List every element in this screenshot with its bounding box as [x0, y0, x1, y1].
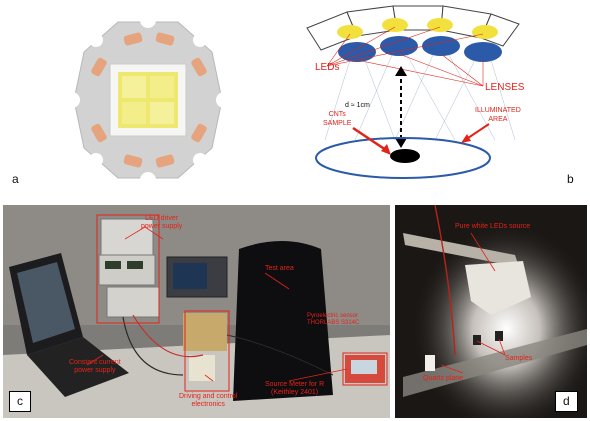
driving-line1: Driving and control	[179, 393, 238, 400]
illuminated-area-label: ILLUMINATED AREA	[475, 106, 521, 124]
lab-photo-graphic	[3, 205, 390, 418]
source-meter-line1: Source Meter for R	[265, 381, 325, 388]
panel-a-label: a	[12, 172, 19, 186]
leds-label: LEDs	[315, 62, 340, 73]
source-meter-label: Source Meter for R (Keithley 2401)	[265, 381, 324, 397]
panel-c-label: c	[9, 391, 31, 412]
driving-line2: electronics	[191, 401, 225, 408]
pure-white-leds-label: Pure white LEDs source	[455, 223, 531, 230]
panel-a-led-star-board: a	[0, 0, 295, 195]
cnts-label-line1: CNTs	[328, 111, 346, 118]
quartz-plane-label: Quartz plane	[423, 375, 464, 382]
lenses-label: LENSES	[485, 82, 525, 93]
led-driver-line2: power supply	[141, 223, 183, 230]
constant-current-label: Constant current power supply	[69, 359, 121, 375]
panel-d-illuminated-samples-photo: Pure white LEDs source Samples Quartz pl…	[395, 205, 587, 418]
led-driver-label: LED driver power supply	[141, 215, 182, 231]
panel-c-lab-photo: LED driver power supply Test area Pyroel…	[3, 205, 390, 418]
illuminated-label-line2: AREA	[488, 116, 508, 123]
panel-d-label: d	[555, 391, 578, 412]
pyro-line1: Pyroelectric sensor	[307, 313, 359, 319]
const-current-line2: power supply	[74, 367, 116, 374]
cnts-label-line2: SAMPLE	[323, 120, 352, 127]
schematic-graphic	[306, 5, 520, 179]
panel-b-setup-schematic: LEDs LENSES d ≈ 1cm CNTs SAMPLE ILLUMINA…	[295, 0, 590, 195]
panel-b-label: b	[567, 172, 574, 186]
source-meter-line2: (Keithley 2401)	[271, 389, 319, 396]
test-area-label: Test area	[265, 265, 294, 272]
cnts-sample-label: CNTs SAMPLE	[323, 110, 351, 128]
pyro-line2: THORLABS S314C	[307, 320, 360, 326]
illuminated-label-line1: ILLUMINATED	[475, 107, 521, 114]
samples-label: Samples	[505, 355, 533, 362]
const-current-line1: Constant current	[69, 359, 121, 366]
led-star-board-graphic	[64, 12, 232, 188]
samples-photo-graphic	[395, 205, 587, 418]
driving-control-label: Driving and control electronics	[179, 393, 237, 409]
distance-label: d ≈ 1cm	[345, 102, 370, 109]
led-driver-line1: LED driver	[145, 215, 179, 222]
pyroelectric-sensor-label: Pyroelectric sensor THORLABS S314C	[307, 313, 359, 327]
